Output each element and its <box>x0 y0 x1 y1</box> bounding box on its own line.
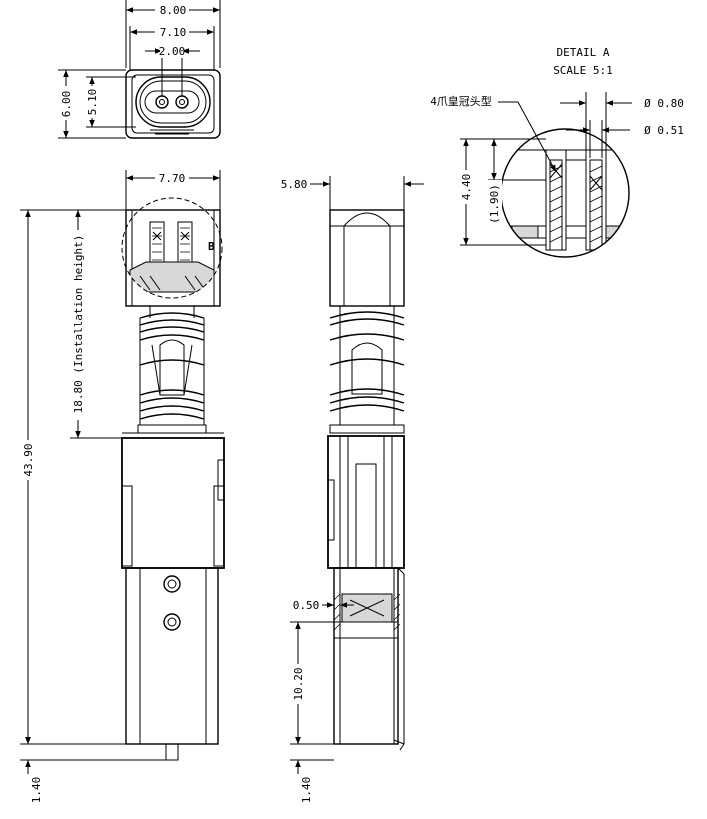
dim-label: 10.20 <box>292 667 305 700</box>
dim-label: 1.40 <box>300 777 313 804</box>
side-hatching <box>333 593 401 631</box>
dim-label: 4.40 <box>460 174 473 201</box>
dim-label: (1.90) <box>488 184 501 224</box>
spring <box>137 306 207 434</box>
dim-label: 5.10 <box>86 89 99 116</box>
dim-label: Ø 0.51 <box>644 124 684 137</box>
side-view <box>327 209 405 751</box>
dim-label: 1.40 <box>30 777 43 804</box>
detail-a: DETAIL A SCALE 5:1 <box>430 46 684 258</box>
detail-scale: SCALE 5:1 <box>553 64 613 77</box>
top-view <box>125 69 221 139</box>
dim-label: Ø 0.80 <box>644 97 684 110</box>
dim-label: 2.00 <box>159 45 186 58</box>
side-lower-length-dim: 10.20 <box>290 621 334 745</box>
detail-marker-b: B <box>208 240 215 253</box>
front-view: B <box>121 197 225 761</box>
detail-title: DETAIL A <box>557 46 610 59</box>
total-length-dim: 43.90 <box>20 209 126 745</box>
front-bottom-offset-dim: 1.40 <box>20 730 166 803</box>
top-pitch-dim: 2.00 <box>145 44 200 96</box>
top-height-outer-dim: 6.00 <box>58 69 126 139</box>
dim-label: 18.80 (Installation height) <box>72 235 85 414</box>
side-width-dim: 5.80 <box>281 176 424 210</box>
dim-label: 0.50 <box>293 599 320 612</box>
top-height-inner-dim: 5.10 <box>84 76 136 128</box>
installation-height-dim: 18.80 (Installation height) <box>70 209 126 439</box>
dim-label: 6.00 <box>60 91 73 118</box>
dim-label: 7.10 <box>160 26 187 39</box>
front-head-width-dim: 7.70 <box>125 170 221 210</box>
side-bottom-offset-dim: 1.40 <box>290 730 334 803</box>
detail-callout: 4爪皇冠头型 <box>430 94 492 108</box>
dim-label: 5.80 <box>281 178 308 191</box>
dim-label: 7.70 <box>159 172 186 185</box>
top-width-inner-dim: 7.10 <box>129 25 215 70</box>
top-width-outer-dim: 8.00 <box>125 0 221 68</box>
dim-label: 8.00 <box>160 4 187 17</box>
dim-label: 43.90 <box>22 443 35 476</box>
side-wall-dim: 0.50 <box>293 599 354 612</box>
